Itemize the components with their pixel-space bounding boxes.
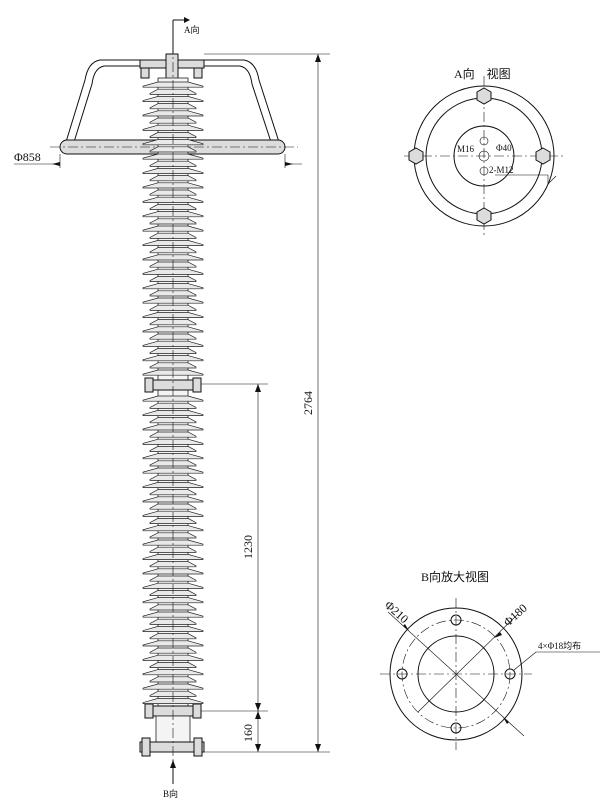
shed (149, 362, 197, 369)
shed (142, 453, 204, 460)
shed (149, 146, 197, 153)
view-b-holes-label: 4×Φ18均布 (538, 640, 581, 651)
bottom-length-dimension (255, 711, 261, 752)
shed (149, 503, 197, 510)
view-b-phi210-leader (387, 611, 525, 737)
shed (142, 268, 204, 275)
shed (149, 218, 197, 225)
view-b-phi210-label: Φ210 (382, 598, 411, 626)
ring-diameter-label: Φ858 (14, 150, 41, 164)
view-b-holes-leader (513, 651, 537, 671)
shed (142, 467, 204, 474)
lower-bolt-left (144, 703, 154, 719)
shed (142, 683, 204, 690)
shed (149, 575, 197, 582)
ring-diameter-dimension (14, 154, 302, 168)
view-b-hole-right (504, 668, 516, 680)
view-a-bolt-right (535, 147, 551, 165)
view-a-m12-hole-bottom (479, 166, 489, 176)
view-b-phi180-leader (417, 613, 519, 713)
shed (149, 489, 197, 496)
shed (149, 561, 197, 568)
shed (142, 254, 204, 261)
view-b-mark: B向 (163, 788, 178, 799)
total-height-label: 2764 (301, 391, 315, 415)
shed (149, 417, 197, 424)
shed (149, 88, 197, 95)
shed (142, 326, 204, 333)
base-plate (139, 741, 205, 753)
view-b: B向放大视图 Φ210 Φ180 4×Φ18均布 (380, 569, 600, 750)
shed (149, 304, 197, 311)
shed (142, 124, 204, 131)
view-b-arrow (170, 760, 176, 784)
view-b-phi180-label: Φ180 (501, 601, 530, 629)
view-a-m16-label: M16 (457, 144, 475, 154)
view-a-bolt-top (476, 87, 492, 105)
shed (149, 431, 197, 438)
shed (142, 611, 204, 618)
shed (149, 232, 197, 239)
total-height-dimension (204, 53, 330, 753)
middle-bolt-right (192, 377, 202, 393)
ring-arm-right (200, 59, 280, 143)
view-a-m12-hole-top (479, 136, 489, 146)
lower-bolt-right (192, 703, 202, 719)
shed (142, 669, 204, 676)
shed (149, 160, 197, 167)
view-a-center-hole (478, 150, 490, 162)
shed (142, 525, 204, 532)
insulator-elevation (50, 26, 298, 775)
view-b-hole-left (396, 668, 408, 680)
top-bolt-left (140, 67, 150, 79)
shed (142, 110, 204, 117)
top-bolt-right (193, 67, 203, 79)
middle-length-label: 1230 (241, 535, 255, 559)
middle-bolt-left (144, 377, 154, 393)
shed (142, 395, 204, 402)
view-a-title: A向 视图 (454, 66, 511, 81)
view-a-2m12-label: 2-M12 (489, 165, 514, 175)
ring-arm-left-inner (73, 65, 145, 143)
view-a-phi40-label: Φ40 (496, 143, 512, 153)
view-a-mark: A向 (184, 24, 200, 35)
view-b-hole-bottom (450, 722, 462, 734)
view-a: A向 视图 M16 Φ40 2-M12 (404, 66, 564, 236)
shed (142, 539, 204, 546)
shed (142, 340, 204, 347)
ring-arm-left (65, 59, 145, 143)
shed (142, 597, 204, 604)
view-b-hole-top (450, 614, 462, 626)
ring-arm-right-inner (200, 65, 272, 143)
shed (149, 290, 197, 297)
base-bolt-left (141, 737, 151, 757)
shed (142, 182, 204, 189)
view-a-bolt-left (408, 147, 424, 165)
view-a-bolt-bottom (476, 207, 492, 225)
view-b-title: B向放大视图 (421, 569, 489, 584)
middle-length-dimension (201, 383, 268, 712)
bottom-length-label: 160 (241, 724, 255, 742)
view-a-arrow (172, 17, 190, 54)
shed (142, 196, 204, 203)
shed (149, 633, 197, 640)
base-bolt-right (193, 737, 203, 757)
shed (149, 647, 197, 654)
